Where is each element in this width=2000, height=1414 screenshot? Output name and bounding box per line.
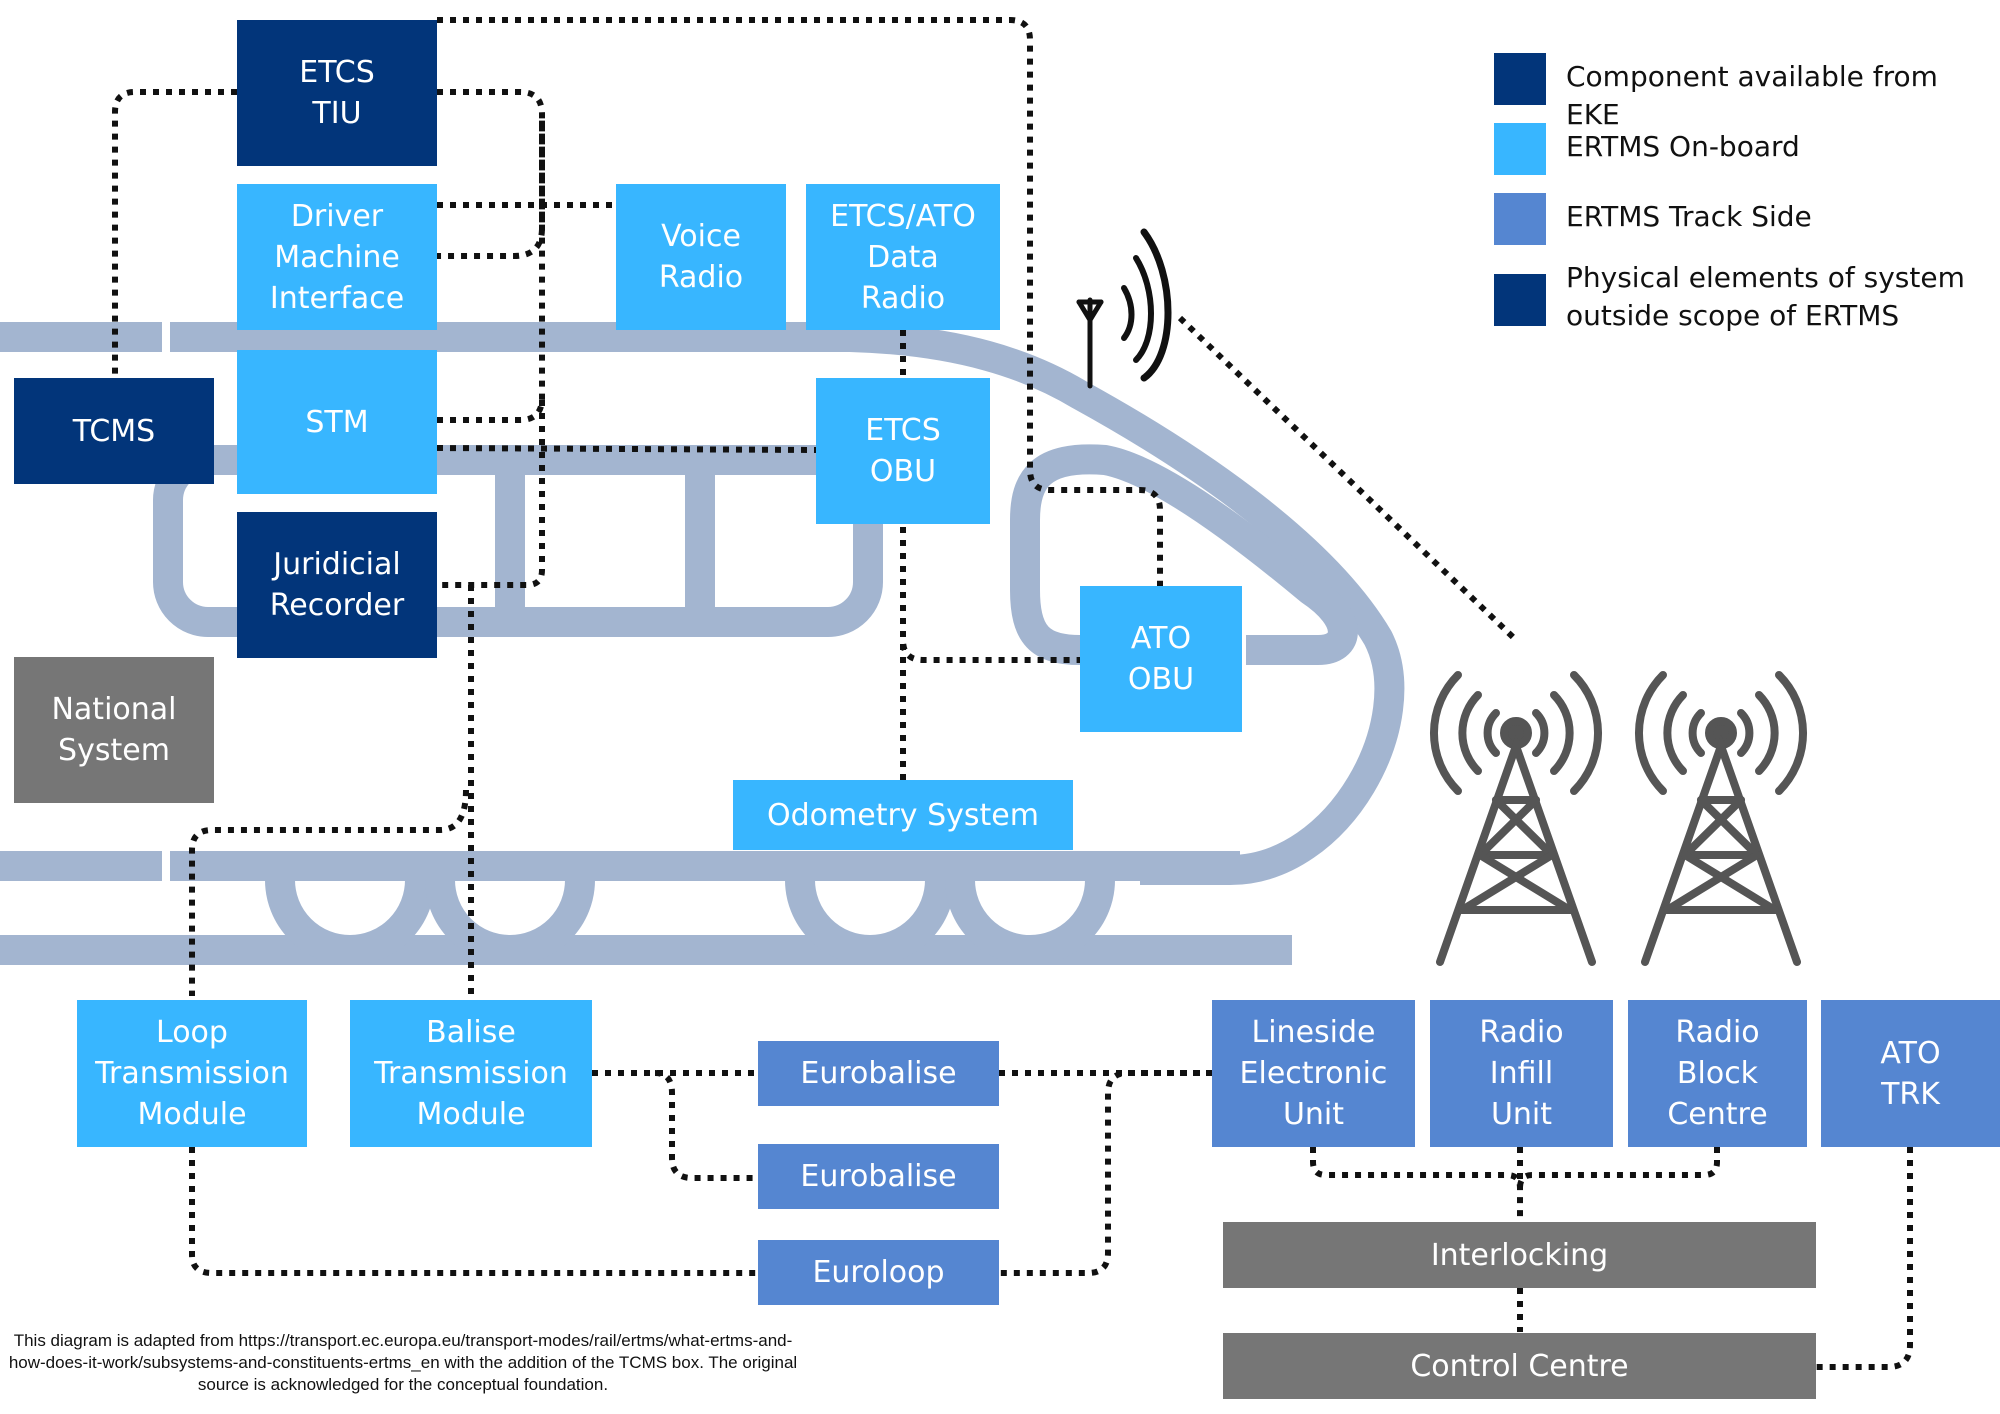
ato-obu-box: ATO OBU xyxy=(1080,586,1242,732)
odometry-system-box: Odometry System xyxy=(733,780,1073,850)
juridicial-recorder-box: Juridicial Recorder xyxy=(237,512,437,658)
legend-swatch-eke xyxy=(1494,53,1546,105)
eurobalise-box: Eurobalise xyxy=(758,1041,999,1106)
etcs-tiu-box: ETCS TIU xyxy=(237,20,437,166)
legend-swatch-on-board xyxy=(1494,123,1546,175)
train-outline xyxy=(0,322,1405,965)
train-antenna-icon xyxy=(1076,228,1172,389)
control-centre-box: Control Centre xyxy=(1223,1333,1816,1399)
radio-infill-unit-box: Radio Infill Unit xyxy=(1430,1000,1613,1147)
tcms-box: TCMS xyxy=(14,378,214,484)
euroloop-box: Euroloop xyxy=(758,1240,999,1305)
legend-label-track-side: ERTMS Track Side xyxy=(1566,200,1812,233)
balise-transmission-module-box: Balise Transmission Module xyxy=(350,1000,592,1147)
source-footnote: This diagram is adapted from https://tra… xyxy=(8,1331,798,1394)
radio-tower-icon xyxy=(1429,671,1603,966)
eurobalise-box: Eurobalise xyxy=(758,1144,999,1209)
driver-machine-interface-box: Driver Machine Interface xyxy=(237,184,437,330)
etcs-ato-data-radio-box: ETCS/ATO Data Radio xyxy=(806,184,1000,330)
legend-label-on-board: ERTMS On-board xyxy=(1566,130,1800,163)
voice-radio-box: Voice Radio xyxy=(616,184,786,330)
radio-block-centre-box: Radio Block Centre xyxy=(1628,1000,1807,1147)
interlocking-box: Interlocking xyxy=(1223,1222,1816,1288)
loop-transmission-module-box: Loop Transmission Module xyxy=(77,1000,307,1147)
legend-label-physical-elements: Physical elements of system outside scop… xyxy=(1566,261,1965,332)
national-system-box: National System xyxy=(14,657,214,803)
ato-trk-box: ATO TRK xyxy=(1821,1000,2000,1147)
etcs-obu-box: ETCS OBU xyxy=(816,378,990,524)
radio-tower-icon xyxy=(1634,671,1808,966)
connector-lines xyxy=(112,17,1913,1370)
legend-label-eke: Component available from EKE xyxy=(1566,60,1938,131)
stm-box: STM xyxy=(237,350,437,494)
legend-swatch-physical-elements xyxy=(1494,274,1546,326)
lineside-electronic-unit-box: Lineside Electronic Unit xyxy=(1212,1000,1415,1147)
legend-swatch-track-side xyxy=(1494,193,1546,245)
